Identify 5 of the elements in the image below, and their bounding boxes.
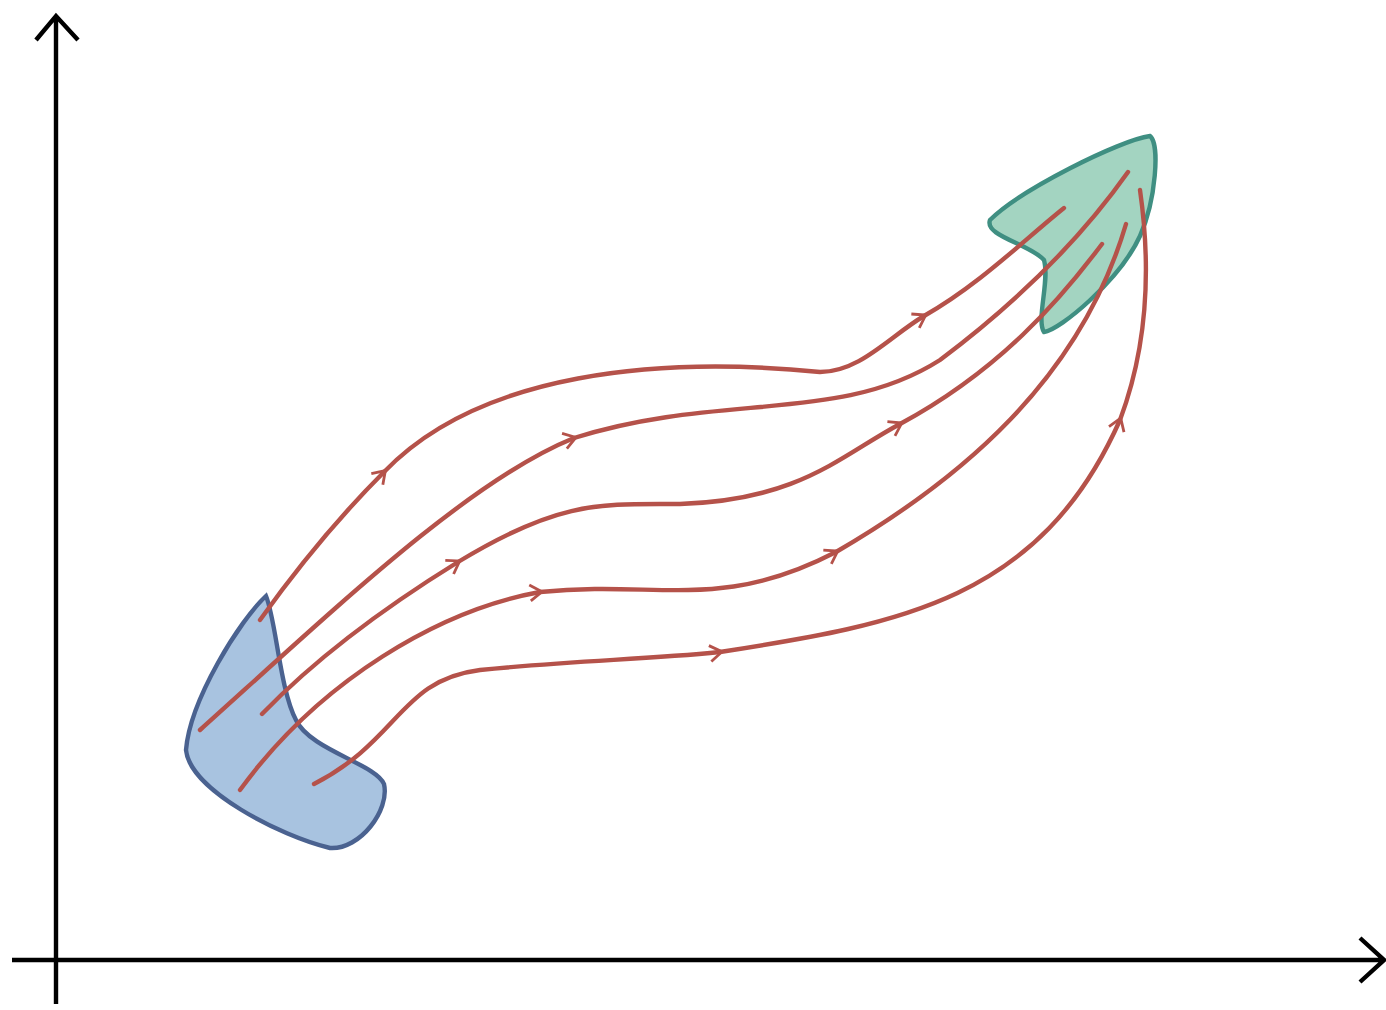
flow-line: [197, 169, 1131, 733]
flow-line: [237, 221, 1129, 793]
flow-line: [311, 187, 1149, 787]
flow-line: [257, 205, 1067, 623]
flow-line: [259, 241, 1105, 717]
